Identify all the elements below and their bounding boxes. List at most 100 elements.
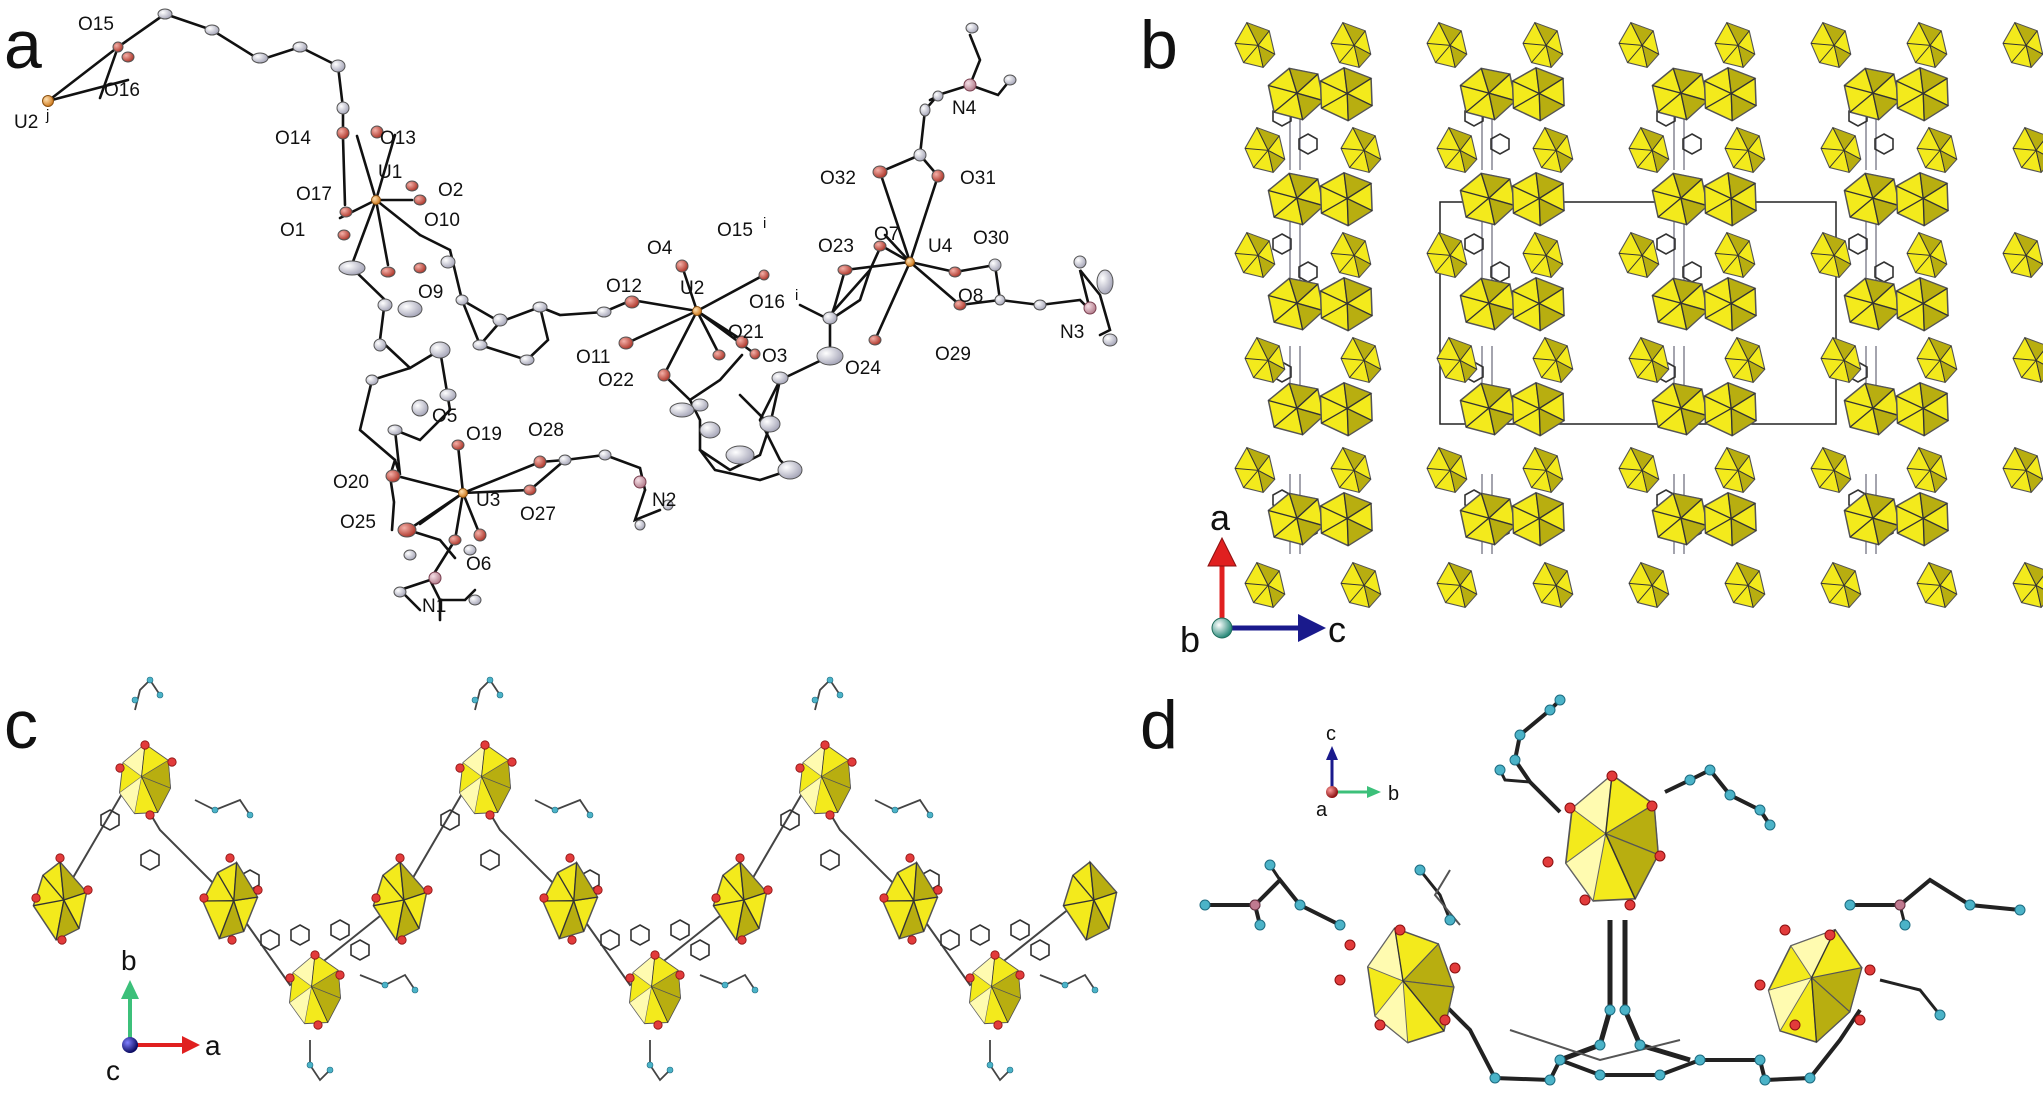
uranyl-polyhedron-b xyxy=(1697,63,1763,126)
label-O2: O2 xyxy=(438,180,463,201)
uranyl-polyhedron-b-small xyxy=(1613,225,1665,285)
panel-letter-a: a xyxy=(4,7,42,83)
label-O31: O31 xyxy=(960,168,996,189)
uranyl-polyhedron-b-small xyxy=(1335,120,1387,180)
axis-b-label-d: b xyxy=(1388,783,1399,805)
uranyl-polyhedron-b-small xyxy=(1517,440,1569,500)
atom-labels-a: O15 O16 U2 j O14 O13 U1 O2 O17 O10 O1 O9… xyxy=(14,14,1084,617)
uranyl-polyhedron-b-small xyxy=(1239,120,1291,180)
axes-c: b a c xyxy=(106,945,221,1086)
uranyl-polyhedron-b-small xyxy=(1805,225,1857,285)
uranyl-polyhedron-b-small xyxy=(1421,15,1473,75)
uranyl-polyhedron-b xyxy=(1313,488,1379,551)
uranyl-polyhedron-b-small xyxy=(1239,330,1291,390)
label-O28: O28 xyxy=(528,420,564,441)
atoms-d xyxy=(1199,694,2026,1086)
panel-a-ortep: a xyxy=(4,7,1118,622)
uranyl-polyhedron-b xyxy=(1651,492,1709,546)
uranyl-polyhedron-b-small xyxy=(1613,15,1665,75)
label-N3: N3 xyxy=(1060,322,1084,343)
label-O32: O32 xyxy=(820,168,856,189)
label-O7: O7 xyxy=(874,224,899,245)
label-O8: O8 xyxy=(958,286,983,307)
panel-c-chain: c b a c xyxy=(4,676,1118,1086)
uranyl-polyhedron-b-small xyxy=(1805,440,1857,500)
uranyl-polyhedron-b xyxy=(1843,172,1901,226)
uranyl-polyhedron-b-small xyxy=(1239,555,1291,615)
label-O4: O4 xyxy=(647,238,673,259)
label-O29: O29 xyxy=(935,344,971,365)
hexbipyramid-c-top xyxy=(799,743,851,815)
label-O13: O13 xyxy=(380,128,416,149)
label-O22: O22 xyxy=(598,370,634,391)
uranyl-polyhedron-b xyxy=(1505,378,1571,441)
hexbipyramid-c-top xyxy=(459,743,511,815)
uranyl-polyhedron-b xyxy=(1313,63,1379,126)
label-O24: O24 xyxy=(845,358,881,379)
hexbipyramid-c-top xyxy=(119,743,171,815)
uranyl-polyhedron-b-small xyxy=(1709,15,1761,75)
axis-c-label-c: c xyxy=(106,1055,120,1086)
uranyl-polyhedron-b-small xyxy=(1613,440,1665,500)
uranyl-polyhedron-b-small xyxy=(1997,15,2043,75)
label-N4: N4 xyxy=(952,98,977,119)
uranyl-polyhedron-b-small xyxy=(1325,15,1377,75)
uranyl-polyhedron-b xyxy=(1505,63,1571,126)
label-O15i: O15 xyxy=(717,220,753,241)
uranyl-polyhedron-b xyxy=(1697,378,1763,441)
uranyl-polyhedron-b xyxy=(1505,168,1571,231)
uranyl-polyhedron-b-small xyxy=(1325,225,1377,285)
ellipsoids-a xyxy=(42,8,1118,606)
label-O19: O19 xyxy=(466,424,502,445)
uranyl-polyhedron-b-small xyxy=(1527,330,1579,390)
uranyl-polyhedron-b-small xyxy=(1815,330,1867,390)
uranyl-polyhedron-b xyxy=(1459,492,1517,546)
panel-letter-c: c xyxy=(4,687,38,763)
uranyl-polyhedron-b-small xyxy=(1911,555,1963,615)
label-O1: O1 xyxy=(280,220,305,241)
uranyl-polyhedron-b-small xyxy=(1719,555,1771,615)
label-O16: O16 xyxy=(104,80,140,101)
uranyl-polyhedron-b-small xyxy=(1901,225,1953,285)
uranyl-polyhedron-b-small xyxy=(2007,555,2043,615)
uranyl-polyhedron-b xyxy=(1313,378,1379,441)
label-N2: N2 xyxy=(652,490,676,511)
uranyl-polyhedron-b xyxy=(1267,382,1325,436)
label-O21: O21 xyxy=(728,322,764,343)
label-O5: O5 xyxy=(432,406,457,427)
uranyl-polyhedron-b xyxy=(1651,172,1709,226)
uranyl-polyhedron-b-small xyxy=(1709,440,1761,500)
uranyl-polyhedron-b xyxy=(1267,172,1325,226)
uranyl-polyhedron-b xyxy=(1697,273,1763,336)
octahedron-c xyxy=(372,861,428,941)
label-O15: O15 xyxy=(78,14,114,35)
hexbipyramid-c-bottom xyxy=(629,953,681,1025)
uranyl-polyhedron-b-small xyxy=(1421,225,1473,285)
uranyl-polyhedron-b-small xyxy=(1719,330,1771,390)
uranyl-polyhedron-b-small xyxy=(1911,120,1963,180)
uranyl-polyhedron-b-small xyxy=(1229,440,1281,500)
panel-b-packing: b a c b xyxy=(1140,7,2043,660)
label-U2j: U2 xyxy=(14,112,38,133)
uranyl-polyhedron-b-small xyxy=(1229,15,1281,75)
axis-a-label: a xyxy=(1210,497,1231,538)
uranyl-polyhedron-b xyxy=(1843,67,1901,121)
octahedron-c xyxy=(32,861,88,941)
uranyl-polyhedron-b-small xyxy=(1805,15,1857,75)
label-U4: U4 xyxy=(928,236,953,257)
uranyl-polyhedron-b xyxy=(1459,67,1517,121)
uranyl-polyhedron-b-small xyxy=(1517,225,1569,285)
uranyl-polyhedron-b-small xyxy=(1997,440,2043,500)
panel-letter-b: b xyxy=(1140,7,1178,83)
label-O17: O17 xyxy=(296,184,332,205)
packing-polyhedra xyxy=(1229,15,2043,615)
uranyl-polyhedron-b-small xyxy=(1325,440,1377,500)
uranyl-polyhedron-b-small xyxy=(1527,120,1579,180)
label-O27: O27 xyxy=(520,504,556,525)
left-polyhedron-d xyxy=(1353,916,1466,1050)
label-N1: N1 xyxy=(422,596,446,617)
uranyl-polyhedron-b-small xyxy=(1815,120,1867,180)
axis-a-label-c: a xyxy=(205,1030,221,1061)
uranyl-polyhedron-b-small xyxy=(1527,555,1579,615)
label-O20: O20 xyxy=(333,472,369,493)
